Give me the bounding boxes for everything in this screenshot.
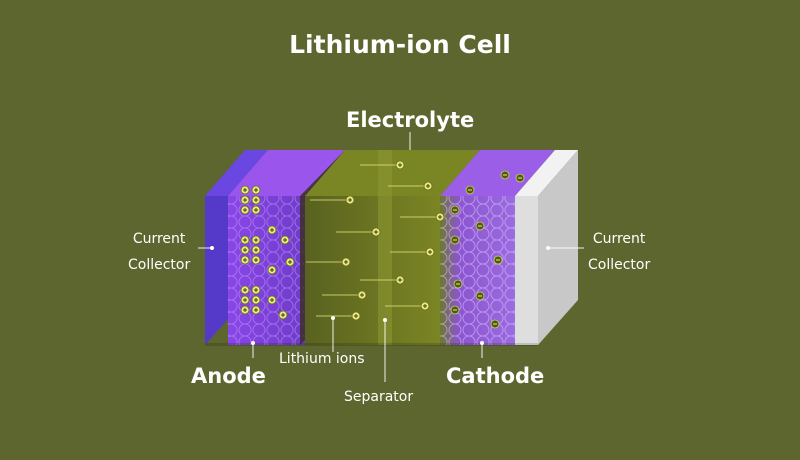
separator-label: Separator: [344, 389, 414, 405]
current-collector-left-line1: Current: [132, 231, 186, 247]
anode-ion: [251, 305, 261, 315]
anode-ion: [267, 225, 277, 235]
electrolyte-body: [305, 196, 440, 345]
lithium-ion: [322, 290, 367, 300]
cathode-anion: [453, 279, 463, 289]
electrolyte-top: [305, 150, 480, 196]
cathode-collector-top: [515, 150, 578, 196]
cathode-anion: [465, 185, 475, 195]
anode-ion: [240, 185, 250, 195]
leader-dots: [210, 246, 550, 345]
anode-ion: [240, 235, 250, 245]
page-title: Lithium-ion Cell: [289, 30, 511, 59]
anode-ion: [251, 245, 261, 255]
lithium-ion: [400, 212, 445, 222]
dot-anode: [251, 341, 255, 345]
lithium-ion: [385, 301, 430, 311]
anode-lattice: [228, 196, 305, 345]
cathode-top: [440, 150, 555, 196]
lithium-ion: [360, 160, 405, 170]
anode-collector-top: [205, 150, 268, 196]
electrolyte-label: Electrolyte: [346, 108, 475, 132]
anode-ion: [251, 235, 261, 245]
cathode-label: Cathode: [446, 364, 545, 388]
anode-top: [228, 150, 345, 196]
current-collector-left-line2: Collector: [128, 257, 191, 273]
cathode-anion: [515, 173, 525, 183]
cathode-lattice: [440, 196, 515, 345]
separator: [378, 150, 392, 345]
current-collector-right-line2: Collector: [588, 257, 651, 273]
anode-ion: [251, 295, 261, 305]
anode-ion: [267, 295, 277, 305]
lithium-ion: [388, 181, 433, 191]
anode-ion: [251, 285, 261, 295]
anode-ion: [240, 205, 250, 215]
current-collector-right-label: Current Collector: [588, 226, 650, 278]
dot-ions: [331, 316, 335, 320]
cathode-anion: [450, 205, 460, 215]
lithium-ion: [316, 311, 361, 321]
current-collector-left-label: Current Collector: [128, 226, 190, 278]
anode-ion: [240, 305, 250, 315]
anode-ion: [251, 205, 261, 215]
anode-ion: [280, 235, 290, 245]
anode-ion: [240, 255, 250, 265]
dot-collector-right: [546, 246, 550, 250]
lithium-ion: [306, 257, 351, 267]
lithium-ion: [360, 275, 405, 285]
dot-separator: [383, 318, 387, 322]
cathode-anion: [475, 221, 485, 231]
anode-ion: [267, 265, 277, 275]
lithium-ion: [390, 247, 435, 257]
anode-ion: [285, 257, 295, 267]
dot-cathode: [480, 341, 484, 345]
cathode-anion: [490, 319, 500, 329]
cell-bottom-edge: [205, 343, 538, 346]
cathode-anion: [493, 255, 503, 265]
cathode-anion: [475, 291, 485, 301]
anode-ion: [251, 195, 261, 205]
anode-ion: [240, 245, 250, 255]
lithium-ion: [336, 227, 381, 237]
cathode-anion: [450, 305, 460, 315]
anode-ion: [240, 195, 250, 205]
leader-lines: [198, 132, 584, 382]
cathode-collector-front: [515, 196, 538, 345]
cathode-anion: [500, 170, 510, 180]
anode-ion: [251, 185, 261, 195]
anode-ion: [278, 310, 288, 320]
dot-collector-left: [210, 246, 214, 250]
cathode-anion: [450, 235, 460, 245]
anode-ion: [240, 285, 250, 295]
lithium-ion: [310, 195, 355, 205]
lithium-ions-label: Lithium ions: [279, 351, 365, 367]
anode-ion: [240, 295, 250, 305]
ion-layer: [240, 160, 525, 329]
anode-label: Anode: [191, 364, 266, 388]
current-collector-right-line1: Current: [592, 231, 646, 247]
anode-ion: [251, 255, 261, 265]
